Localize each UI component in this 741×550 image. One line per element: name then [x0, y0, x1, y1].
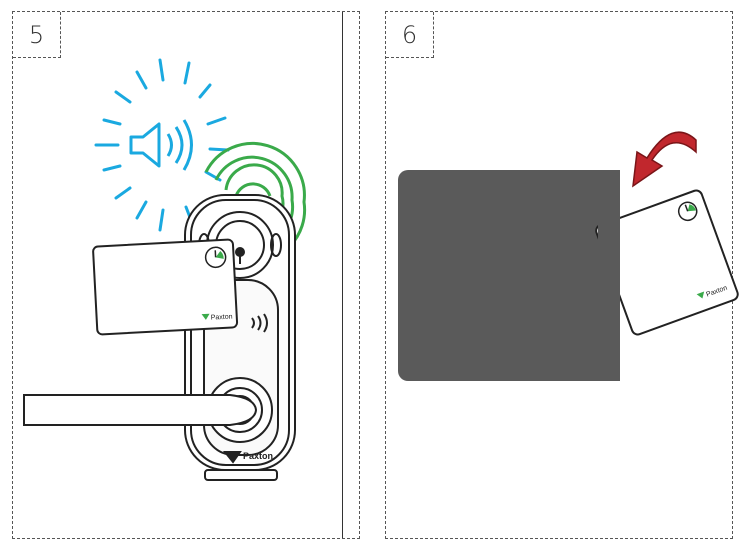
door-lever: [23, 394, 258, 426]
paxton-card-logo-icon: [201, 313, 210, 320]
card-brand-label-step5: Paxton: [211, 314, 233, 322]
step-5-number: 5: [13, 12, 61, 58]
door-reader: [184, 194, 296, 481]
step-6-number: 6: [386, 12, 434, 58]
reader-placement-area: [398, 170, 620, 381]
speaker-icon: [129, 119, 193, 171]
clock-logo-icon: [204, 246, 227, 269]
step-6-panel: 6: [385, 11, 733, 539]
access-card-step5: Paxton: [92, 238, 239, 336]
reader-brand-label: Paxton: [243, 451, 273, 461]
panel-5-door-edge: [342, 12, 343, 538]
paxton-card-logo-icon: [696, 291, 705, 299]
step-5-panel: 5: [12, 11, 360, 539]
curved-arrow-icon: [632, 131, 697, 188]
sound-burst-icon: [94, 58, 230, 232]
clock-logo-icon: [677, 201, 698, 222]
